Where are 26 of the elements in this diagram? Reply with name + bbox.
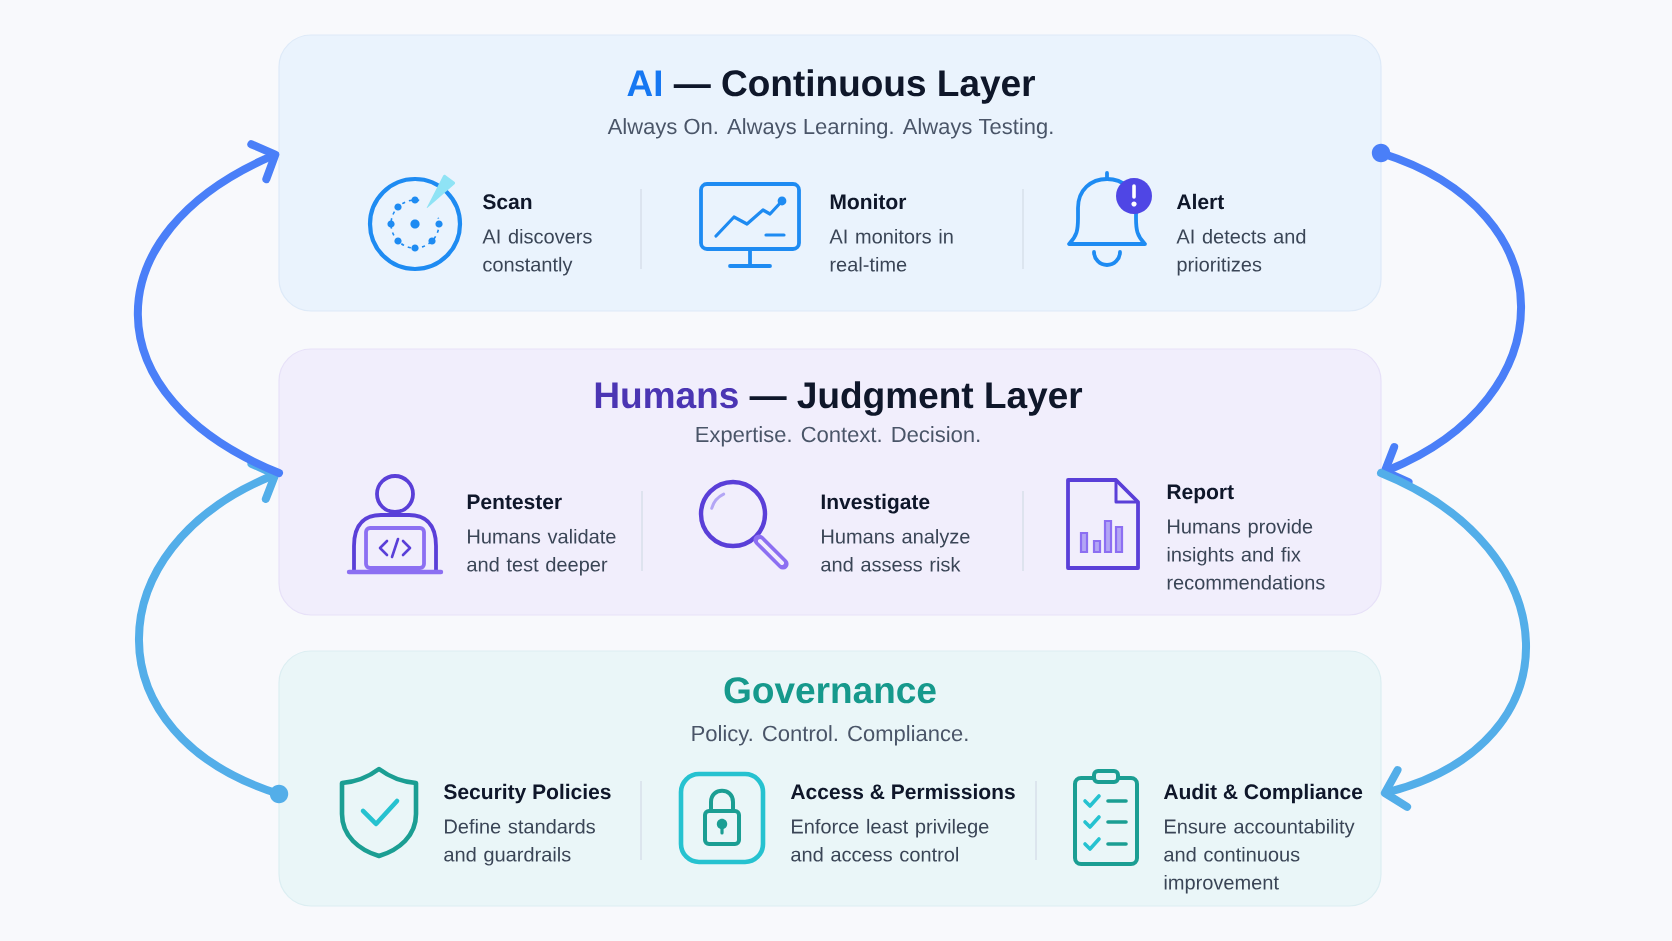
layer-title: Governance xyxy=(724,677,936,704)
item-description: Humans validate and test deeper xyxy=(467,528,616,576)
item-description: Enforce least privilege and access control xyxy=(791,818,989,862)
layer-title: Humans — Judgment Layer xyxy=(595,381,1083,416)
layer-subtitle: Always On. Always Learning. Always Testing. xyxy=(607,118,1053,139)
layer-title: AI — Continuous Layer xyxy=(627,69,1035,104)
item-heading: Audit & Compliance xyxy=(1163,783,1363,804)
item-description: AI detects and prioritizes xyxy=(1176,228,1306,276)
item-description: AI monitors in real-time xyxy=(829,228,953,272)
curved-arrow xyxy=(1377,469,1530,811)
item-description: AI discovers constantly xyxy=(482,228,592,276)
curved-arrow xyxy=(133,140,283,477)
item-heading: Investigate xyxy=(821,493,930,514)
item-heading: Scan xyxy=(483,194,532,210)
item-description: Ensure accountability and continuous improvement xyxy=(1164,818,1355,894)
item-description: Humans analyze and assess risk xyxy=(821,528,970,572)
layer-subtitle: Policy. Control. Compliance. xyxy=(692,725,968,746)
layer-subtitle: Expertise. Context. Decision. xyxy=(696,426,980,447)
item-description: Define standards and guardrails xyxy=(444,818,595,866)
item-heading: Monitor xyxy=(830,193,907,210)
item-heading: Alert xyxy=(1176,193,1224,210)
item-heading: Access & Permissions xyxy=(790,783,1015,800)
item-heading: Security Policies xyxy=(444,783,611,804)
item-heading: Pentester xyxy=(467,494,562,510)
item-description: Humans provide insights and fix recommendations xyxy=(1167,518,1325,590)
item-heading: Report xyxy=(1167,484,1234,504)
